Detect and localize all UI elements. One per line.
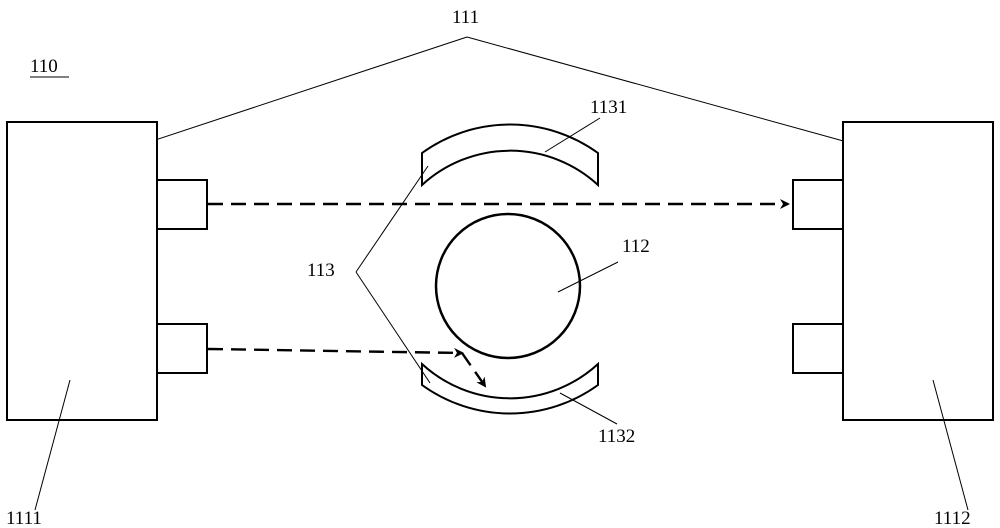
reflector-group-label: 113	[307, 260, 335, 281]
top-reflector	[422, 124, 598, 185]
center-object-circle	[436, 214, 580, 358]
bottom-reflector	[422, 364, 598, 414]
left-device-port-bottom	[157, 324, 207, 373]
leader-113-top	[356, 166, 428, 272]
figure-label: 110	[30, 56, 58, 77]
leader-113-bottom	[356, 272, 430, 383]
leader-111-left	[125, 37, 467, 150]
bottom-reflector-label: 1132	[598, 426, 635, 447]
leader-1132	[560, 393, 617, 424]
left-device-label: 1111	[6, 508, 42, 528]
right-device-port-bottom	[793, 324, 843, 373]
right-device-port-top	[793, 180, 843, 229]
right-device-box	[843, 122, 993, 420]
device-group-label: 111	[452, 7, 479, 28]
center-object-label: 112	[622, 236, 650, 257]
beam-bottom-reflected	[462, 353, 485, 386]
beam-bottom	[208, 349, 462, 353]
top-reflector-label: 1131	[590, 97, 627, 118]
right-device-label: 1112	[934, 508, 971, 528]
leader-112	[558, 262, 618, 292]
left-device-box	[7, 122, 157, 420]
left-device-port-top	[157, 180, 207, 229]
